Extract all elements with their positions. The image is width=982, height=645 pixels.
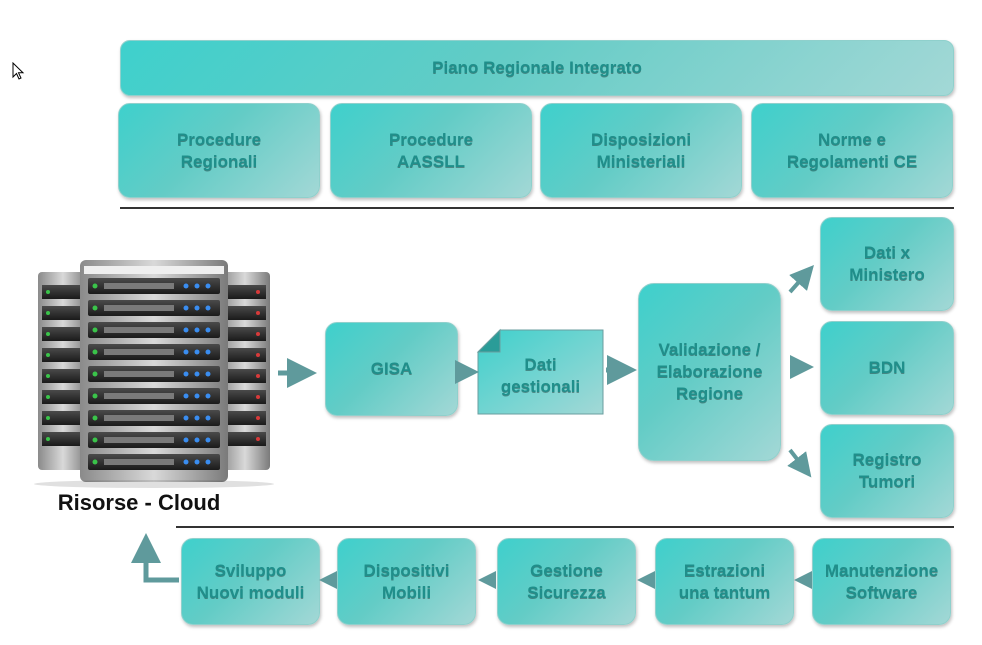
dispositivi-mobili-box: Dispositivi Mobili (337, 538, 476, 625)
dati-gestionali-box: Dati gestionali (500, 355, 581, 396)
procedure-regionali-box: Procedure Regionali (118, 103, 320, 198)
top-divider (120, 207, 954, 209)
norme-regolamenti-box: Norme e Regolamenti CE (751, 103, 953, 198)
registro-tumori-box: Registro Tumori (820, 424, 954, 518)
bottom-divider (176, 526, 954, 528)
gestione-sicurezza-box: Gestione Sicurezza (497, 538, 636, 625)
sviluppo-nuovi-moduli-box: Sviluppo Nuovi moduli (181, 538, 320, 625)
risorse-cloud-label: Risorse - Cloud (57, 490, 221, 515)
procedure-aassll-box: Procedure AASSLL (330, 103, 532, 198)
arrow-sviluppo-to-cloud (131, 533, 179, 583)
manutenzione-software-box: Manutenzione Software (812, 538, 951, 625)
validazione-box: Validazione / Elaborazione Regione (638, 283, 781, 461)
piano-regionale-header: Piano Regionale Integrato (120, 40, 954, 96)
disposizioni-ministeriali-box: Disposizioni Ministeriali (540, 103, 742, 198)
dati-ministero-box: Dati x Ministero (820, 217, 954, 311)
arrow-to-dati-ministero (788, 265, 814, 294)
bdn-box: BDN (820, 321, 954, 415)
gisa-box: GISA (325, 322, 458, 416)
mouse-cursor-icon (12, 62, 25, 80)
estrazioni-una-tantum-box: Estrazioni una tantum (655, 538, 794, 625)
arrow-to-registro (787, 448, 812, 478)
